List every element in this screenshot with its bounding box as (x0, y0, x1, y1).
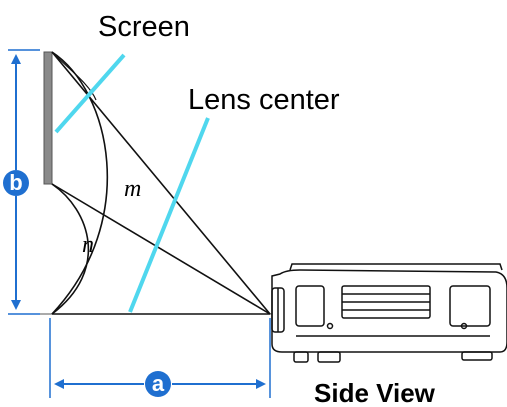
dim-a-label: a (152, 371, 165, 396)
arc-m-label: m (124, 176, 141, 202)
projector-side-view (271, 263, 507, 363)
side-view-label: Side View (314, 378, 436, 407)
screen-panel (43, 51, 53, 185)
arc-n-label: n (82, 232, 94, 258)
lens-center-pointer-line (128, 117, 210, 313)
dim-b-badge (3, 170, 29, 196)
screen-label: Screen (98, 11, 190, 43)
arc-n (51, 183, 90, 315)
dim-b-label: b (9, 170, 22, 195)
projection-line-middle (51, 183, 271, 315)
dim-a-badge (145, 371, 171, 397)
lens-center-label: Lens center (188, 84, 340, 116)
arc-m (51, 51, 108, 315)
arc-inner-top (51, 51, 97, 101)
screen-pointer-line (54, 53, 126, 134)
